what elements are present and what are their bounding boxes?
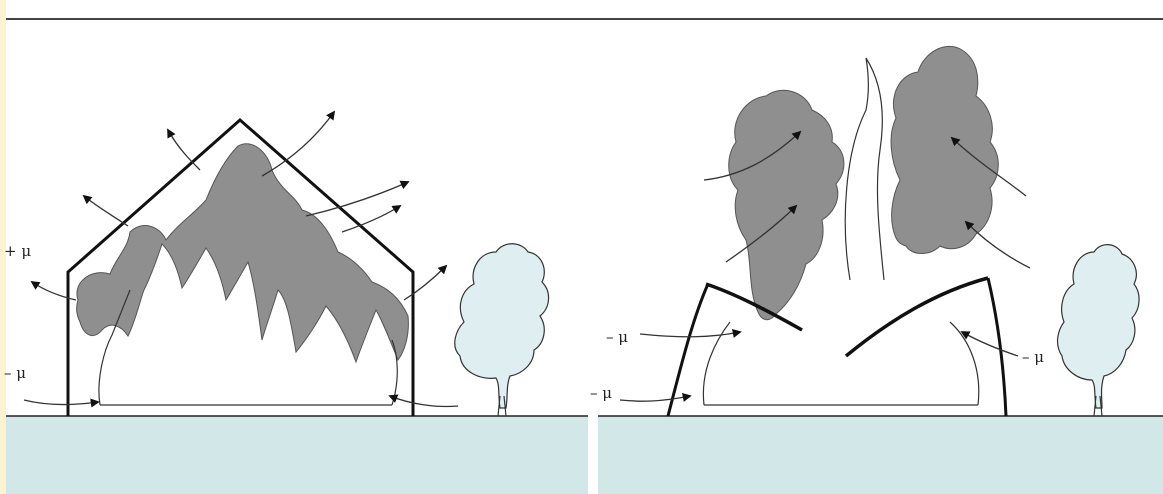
label-left-lower: – μ xyxy=(590,384,612,402)
label-positive-pressure: + μ xyxy=(4,242,31,260)
label-right: – μ xyxy=(1022,348,1044,366)
label-left-upper: – μ xyxy=(606,328,628,346)
ground-right xyxy=(598,416,1163,494)
panel-divider xyxy=(588,410,598,494)
label-negative-pressure: – μ xyxy=(4,364,26,382)
ground-left xyxy=(6,416,588,494)
